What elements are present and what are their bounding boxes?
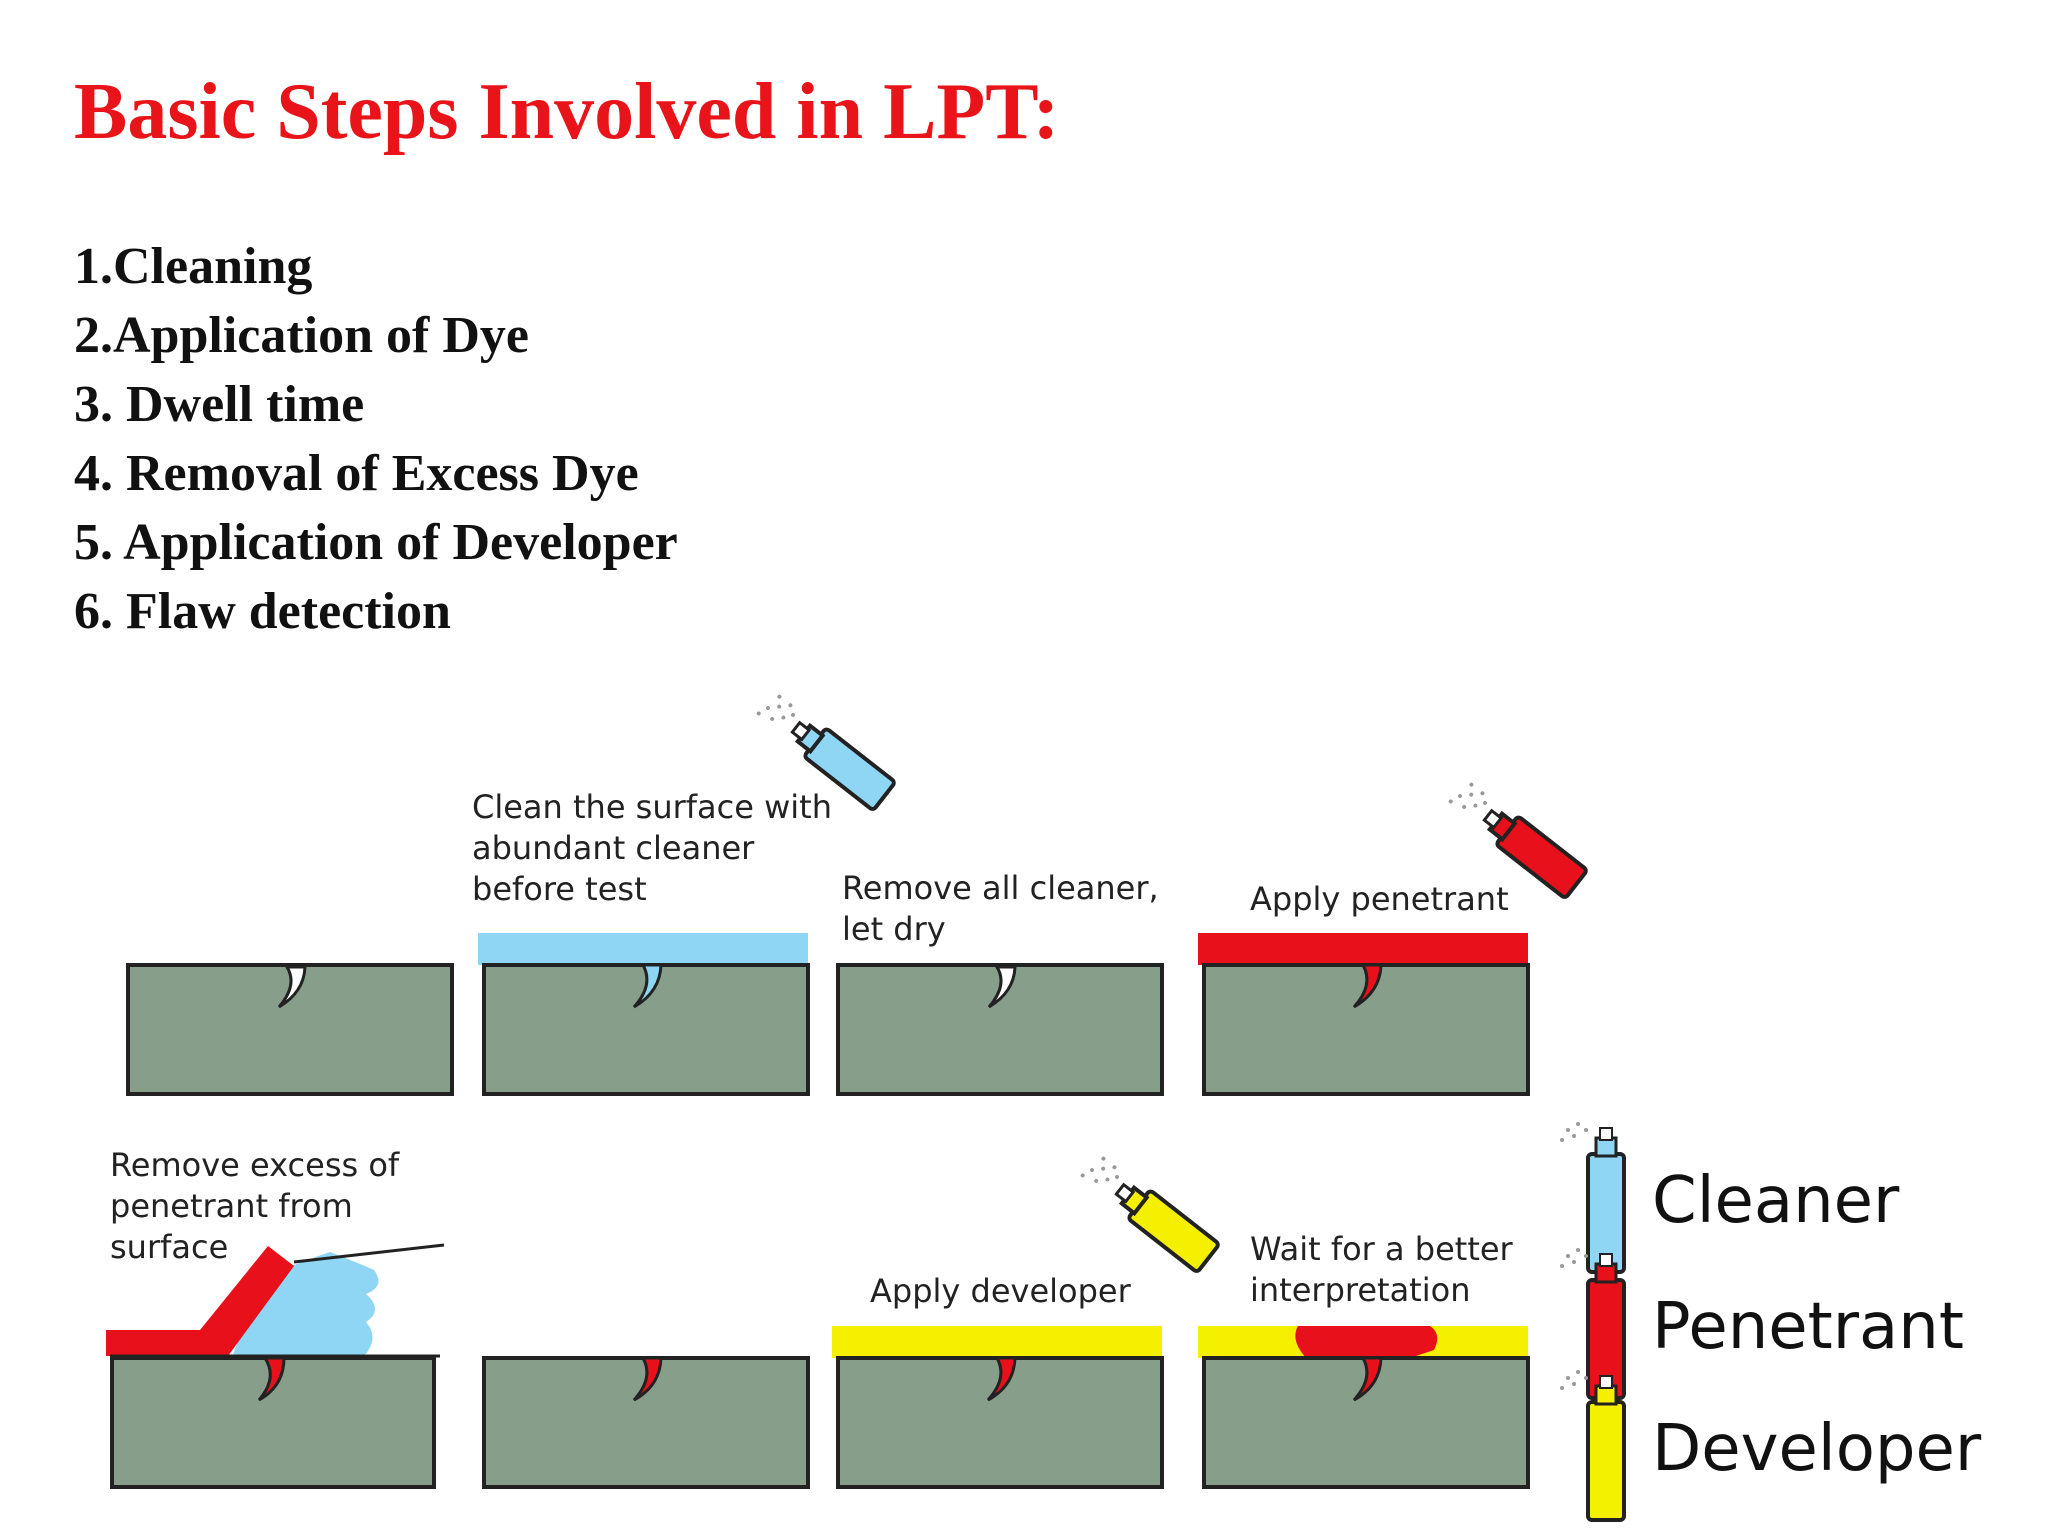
legend-cleaner-icon [1560,1122,1626,1274]
specimen-block-6 [482,1356,810,1489]
step-item: 2.Application of Dye [74,307,529,364]
legend-developer-label: Developer [1652,1412,1982,1486]
steps-list: 1.Cleaning 2.Application of Dye 3. Dwell… [74,232,678,646]
step-item: 5. Application of Developer [74,514,678,571]
developer-can-icon [1079,1152,1222,1275]
step-item: 3. Dwell time [74,376,365,433]
specimen-block-4 [1198,933,1530,1096]
specimen-block-1 [126,963,454,1096]
remove-label: Remove excess of penetrant from surface [110,1146,409,1266]
specimen-block-2 [478,933,810,1096]
legend: Cleaner Penetrant Developer [1560,1122,1982,1522]
legend-penetrant-icon [1560,1248,1626,1400]
developer-label: Apply developer [870,1272,1132,1310]
page-title: Basic Steps Involved in LPT: [74,68,1060,156]
step-item: 1.Cleaning [74,238,313,295]
dry-label: Remove all cleaner, let dry [842,869,1169,948]
wait-label: Wait for a better interpretation [1250,1230,1523,1309]
step-item: 6. Flaw detection [74,583,451,640]
legend-penetrant-label: Penetrant [1652,1290,1964,1364]
step-item: 4. Removal of Excess Dye [74,445,639,502]
specimen-block-5 [106,1243,445,1489]
specimen-block-3 [836,963,1164,1096]
clean-label: Clean the surface with abundant cleaner … [472,788,842,908]
specimen-block-8 [1198,1326,1530,1489]
legend-developer-icon [1560,1370,1626,1522]
legend-cleaner-label: Cleaner [1652,1164,1900,1238]
penetrant-label: Apply penetrant [1250,880,1509,918]
specimen-block-7 [832,1326,1164,1489]
